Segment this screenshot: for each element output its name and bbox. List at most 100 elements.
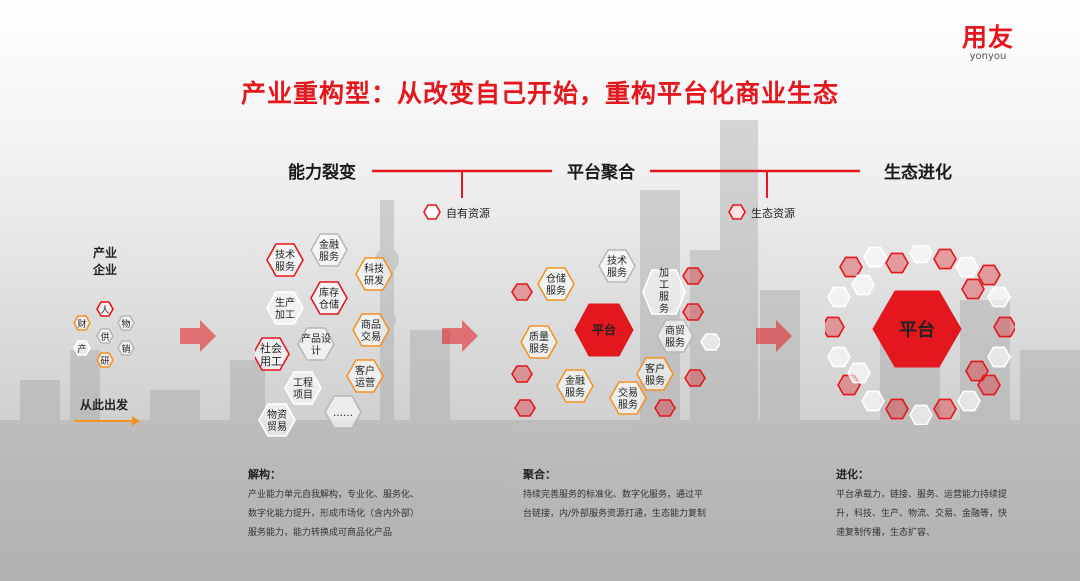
svg-text:服务: 服务 xyxy=(645,374,665,387)
eco-hex xyxy=(909,404,933,425)
svg-text:交易: 交易 xyxy=(618,386,638,399)
svg-text:销: 销 xyxy=(121,343,130,355)
svg-text:平台: 平台 xyxy=(899,319,935,341)
svg-text:产: 产 xyxy=(77,343,86,355)
ecosystem-resource-hexes xyxy=(825,245,1015,425)
svg-text:服务: 服务 xyxy=(565,386,585,399)
eco-hex xyxy=(861,390,885,412)
svg-text:技术: 技术 xyxy=(607,254,627,267)
eco-hex xyxy=(961,278,985,300)
logo-cn: 用友 xyxy=(962,23,1015,52)
eco-hex xyxy=(993,316,1015,338)
hex-wu: 物 xyxy=(117,315,135,331)
svg-text:物: 物 xyxy=(121,318,130,330)
svg-text:加: 加 xyxy=(659,267,669,279)
hex-platform-eco: 平台 xyxy=(872,290,962,368)
svg-text:服务: 服务 xyxy=(665,336,685,349)
eco-hex xyxy=(987,286,1011,308)
eco-hex xyxy=(933,398,957,420)
enterprise-hex-cluster: 人 财 物 供 产 销 研 xyxy=(73,301,135,368)
svg-text:客户: 客户 xyxy=(645,362,665,375)
svg-text:……: …… xyxy=(333,408,353,419)
hex-platform-center: 平台 xyxy=(574,303,634,357)
eco-hex xyxy=(885,398,909,420)
svg-text:服务: 服务 xyxy=(546,284,566,297)
svg-text:工程: 工程 xyxy=(293,377,313,389)
stage-evolve: 生态进化 xyxy=(884,163,952,183)
stage-split: 能力裂变 xyxy=(288,163,356,183)
hex-more: …… xyxy=(324,395,362,429)
hex-cai: 财 xyxy=(73,315,91,331)
svg-text:项目: 项目 xyxy=(293,389,313,401)
eco-hex xyxy=(957,390,981,412)
svg-text:科技: 科技 xyxy=(364,262,384,275)
eco-hex xyxy=(909,245,933,264)
svg-text:仓储: 仓储 xyxy=(546,272,566,285)
svg-text:服务: 服务 xyxy=(607,266,627,279)
svg-text:用工: 用工 xyxy=(260,355,282,368)
svg-text:社会: 社会 xyxy=(260,341,282,355)
svg-text:服务: 服务 xyxy=(529,342,549,355)
eco-hex xyxy=(827,286,851,308)
legend-eco-resource: 生态资源 xyxy=(751,207,795,220)
eco-hex xyxy=(965,360,989,382)
section-aggregate: 聚合： 持续完善服务的标准化、数字化服务，通过平 台链接，内/外部服务资源打通，… xyxy=(523,468,707,519)
svg-text:技术: 技术 xyxy=(275,248,295,261)
eco-hex xyxy=(827,346,851,368)
svg-text:研: 研 xyxy=(100,356,109,367)
hex-ren: 人 xyxy=(96,301,114,317)
eco-hex xyxy=(977,264,1001,286)
svg-text:仓储: 仓储 xyxy=(319,298,339,311)
svg-text:财: 财 xyxy=(77,318,86,330)
stage-aggregate: 平台聚合 xyxy=(567,163,635,183)
section-evolve: 进化： 平台承载力，链接、服务、运营能力持续提 升，科技、生产、物流、交易、金融… xyxy=(836,468,1008,538)
svg-text:金融: 金融 xyxy=(319,238,339,251)
eco-hex xyxy=(885,252,909,274)
yonyou-logo: 用友 yonyou xyxy=(962,24,1014,62)
svg-text:平台: 平台 xyxy=(592,322,616,337)
svg-text:库存: 库存 xyxy=(319,286,339,299)
svg-text:人: 人 xyxy=(100,305,109,316)
hex-yan: 研 xyxy=(96,352,114,368)
svg-text:客户: 客户 xyxy=(355,364,375,377)
hex-xiao: 销 xyxy=(117,340,135,356)
eco-hex xyxy=(851,274,875,296)
svg-text:物资: 物资 xyxy=(267,408,287,421)
legend-own-resource: 自有资源 xyxy=(446,207,490,220)
svg-text:服务: 服务 xyxy=(618,398,638,411)
logo-en: yonyou xyxy=(969,51,1007,62)
svg-text:加工: 加工 xyxy=(275,309,295,321)
svg-text:贸易: 贸易 xyxy=(267,421,287,433)
eco-hex xyxy=(955,256,979,278)
svg-text:研发: 研发 xyxy=(364,274,384,287)
svg-text:务: 务 xyxy=(659,302,669,315)
hex-chan: 产 xyxy=(73,340,91,356)
section-deconstruct: 解构： 产业能力单元自我解构，专业化、服务化、 数字化能力提升，形成市场化（含内… xyxy=(248,468,420,538)
svg-text:生产: 生产 xyxy=(275,296,295,309)
eco-hex xyxy=(987,346,1011,368)
svg-text:供: 供 xyxy=(100,331,109,343)
svg-text:工: 工 xyxy=(659,280,669,291)
eco-hex xyxy=(933,248,957,270)
svg-text:质量: 质量 xyxy=(529,331,549,343)
